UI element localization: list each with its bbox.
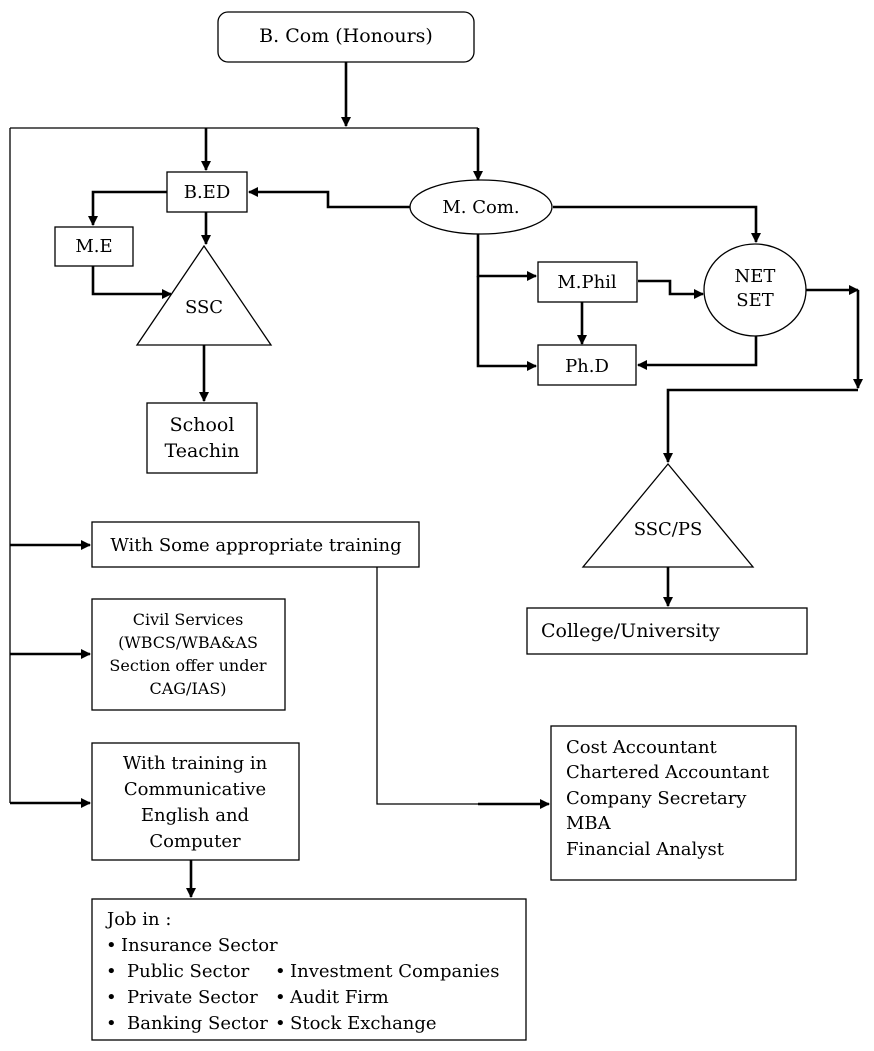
mphil-label: M.Phil: [557, 272, 617, 293]
connector-bed-me: [88, 190, 167, 226]
english-computer-line-4: Computer: [149, 831, 241, 852]
node-ssc: SSC: [135, 244, 273, 346]
jobs-item-left-1: Public Sector: [127, 961, 250, 982]
jobs-bullet: •: [275, 1013, 286, 1034]
jobs-item-left-3: Banking Sector: [127, 1013, 268, 1034]
connector-mcom-netset: [553, 205, 761, 243]
professional-line-2: Chartered Accountant: [566, 762, 770, 783]
bcom-label: B. Com (Honours): [259, 25, 433, 47]
node-bcom: B. Com (Honours): [217, 11, 475, 63]
jobs-bullet: •: [106, 961, 117, 982]
civil-services-line-1: Civil Services: [133, 610, 244, 629]
civil-services-line-4: CAG/IAS): [149, 679, 226, 698]
bed-label: B.ED: [184, 182, 231, 203]
node-ssc-ps: SSC/PS: [581, 462, 755, 568]
jobs-heading: Job in :: [105, 909, 171, 930]
node-me: M.E: [54, 226, 134, 267]
connector-netset-phd: [637, 336, 758, 370]
me-label: M.E: [75, 236, 112, 257]
jobs-bullet: •: [106, 987, 117, 1008]
node-mphil: M.Phil: [537, 261, 638, 303]
english-computer-line-3: English and: [141, 805, 249, 826]
node-english-computer: With training in Communicative English a…: [91, 742, 300, 861]
civil-services-line-2: (WBCS/WBA&AS: [118, 633, 258, 652]
connector-to-sscps: [663, 388, 858, 463]
node-phd: Ph.D: [537, 344, 637, 386]
jobs-item-left-2: Private Sector: [127, 987, 258, 1008]
node-school-teaching: School Teachin: [146, 402, 258, 474]
school-teaching-line-2: Teachin: [165, 440, 240, 462]
net-set-line-1: NET: [735, 266, 776, 287]
school-teaching-line-1: School: [170, 414, 235, 436]
node-jobs: Job in : • Insurance Sector • Public Sec…: [91, 898, 527, 1041]
connector-me-ssc: [91, 266, 172, 299]
node-professional: Cost Accountant Chartered Accountant Com…: [550, 725, 797, 881]
jobs-bullet: •: [106, 1013, 117, 1034]
english-computer-line-2: Communicative: [124, 779, 266, 800]
phd-label: Ph.D: [565, 356, 609, 377]
professional-line-5: Financial Analyst: [566, 839, 725, 860]
mcom-label: M. Com.: [442, 197, 519, 218]
connectors: [9, 62, 863, 898]
connector-training-professional: [376, 567, 480, 805]
civil-services-line-3: Section offer under: [109, 656, 266, 675]
ssc-ps-label: SSC/PS: [634, 519, 703, 540]
professional-line-4: MBA: [566, 813, 612, 834]
node-bed: B.ED: [166, 171, 248, 213]
jobs-bullet: •: [106, 935, 117, 956]
node-net-set: NET SET: [703, 243, 807, 337]
jobs-item-right-2: Audit Firm: [289, 987, 389, 1008]
ssc-label: SSC: [185, 297, 223, 318]
connector-mphil-netset: [638, 279, 704, 299]
connector-mcom-bed: [248, 187, 410, 209]
net-set-line-2: SET: [736, 290, 773, 311]
node-college-university: College/University: [526, 607, 808, 655]
professional-line-3: Company Secretary: [566, 788, 747, 809]
jobs-bullet: •: [275, 987, 286, 1008]
jobs-item-right-1: Investment Companies: [290, 961, 499, 982]
node-mcom: M. Com.: [409, 179, 553, 235]
training-label: With Some appropriate training: [110, 535, 401, 556]
english-computer-line-1: With training in: [123, 753, 268, 774]
college-university-label: College/University: [541, 620, 720, 642]
connector-mcom-mphil: [476, 234, 537, 281]
jobs-item-right-3: Stock Exchange: [290, 1013, 437, 1034]
connector-mcom-phd: [476, 276, 537, 371]
jobs-bullet: •: [275, 961, 286, 982]
node-training: With Some appropriate training: [91, 521, 420, 568]
professional-line-1: Cost Accountant: [566, 737, 718, 758]
node-civil-services: Civil Services (WBCS/WBA&AS Section offe…: [91, 598, 286, 711]
jobs-item-insurance: Insurance Sector: [121, 935, 278, 956]
